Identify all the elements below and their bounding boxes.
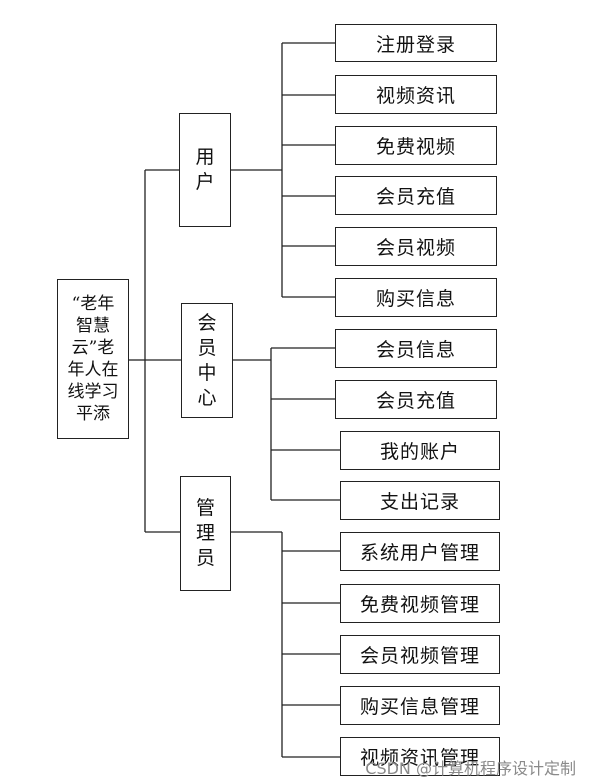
leaf-system-user-management: 系统用户管理 [340, 532, 500, 571]
branch-user: 用户 [179, 113, 231, 227]
root-label: “老年智慧云”老年人在线学习平添 [67, 294, 119, 424]
leaf-register-login: 注册登录 [335, 24, 497, 62]
leaf-free-video-management: 免费视频管理 [340, 584, 500, 623]
branch-member-center-label: 会员中心 [197, 311, 217, 409]
leaf-my-account: 我的账户 [340, 431, 500, 470]
leaf-member-info: 会员信息 [335, 329, 497, 368]
leaf-member-video-management: 会员视频管理 [340, 635, 500, 674]
leaf-member-video: 会员视频 [335, 227, 497, 266]
leaf-free-video: 免费视频 [335, 126, 497, 165]
leaf-purchase-info: 购买信息 [335, 278, 497, 317]
root-node: “老年智慧云”老年人在线学习平添 [57, 279, 129, 439]
leaf-purchase-info-management: 购买信息管理 [340, 686, 500, 725]
branch-admin: 管理员 [180, 476, 231, 591]
branch-user-label: 用户 [195, 146, 215, 193]
csdn-watermark: CSDN @计算机程序设计定制 [365, 759, 576, 778]
leaf-member-recharge: 会员充值 [335, 176, 497, 215]
leaf-expense-records: 支出记录 [340, 481, 500, 520]
branch-member-center: 会员中心 [181, 303, 233, 418]
leaf-member-center-recharge: 会员充值 [335, 380, 497, 419]
branch-admin-label: 管理员 [195, 497, 215, 569]
leaf-video-news: 视频资讯 [335, 75, 497, 114]
leaf-video-news-management: 视频资讯管理 [340, 737, 500, 776]
